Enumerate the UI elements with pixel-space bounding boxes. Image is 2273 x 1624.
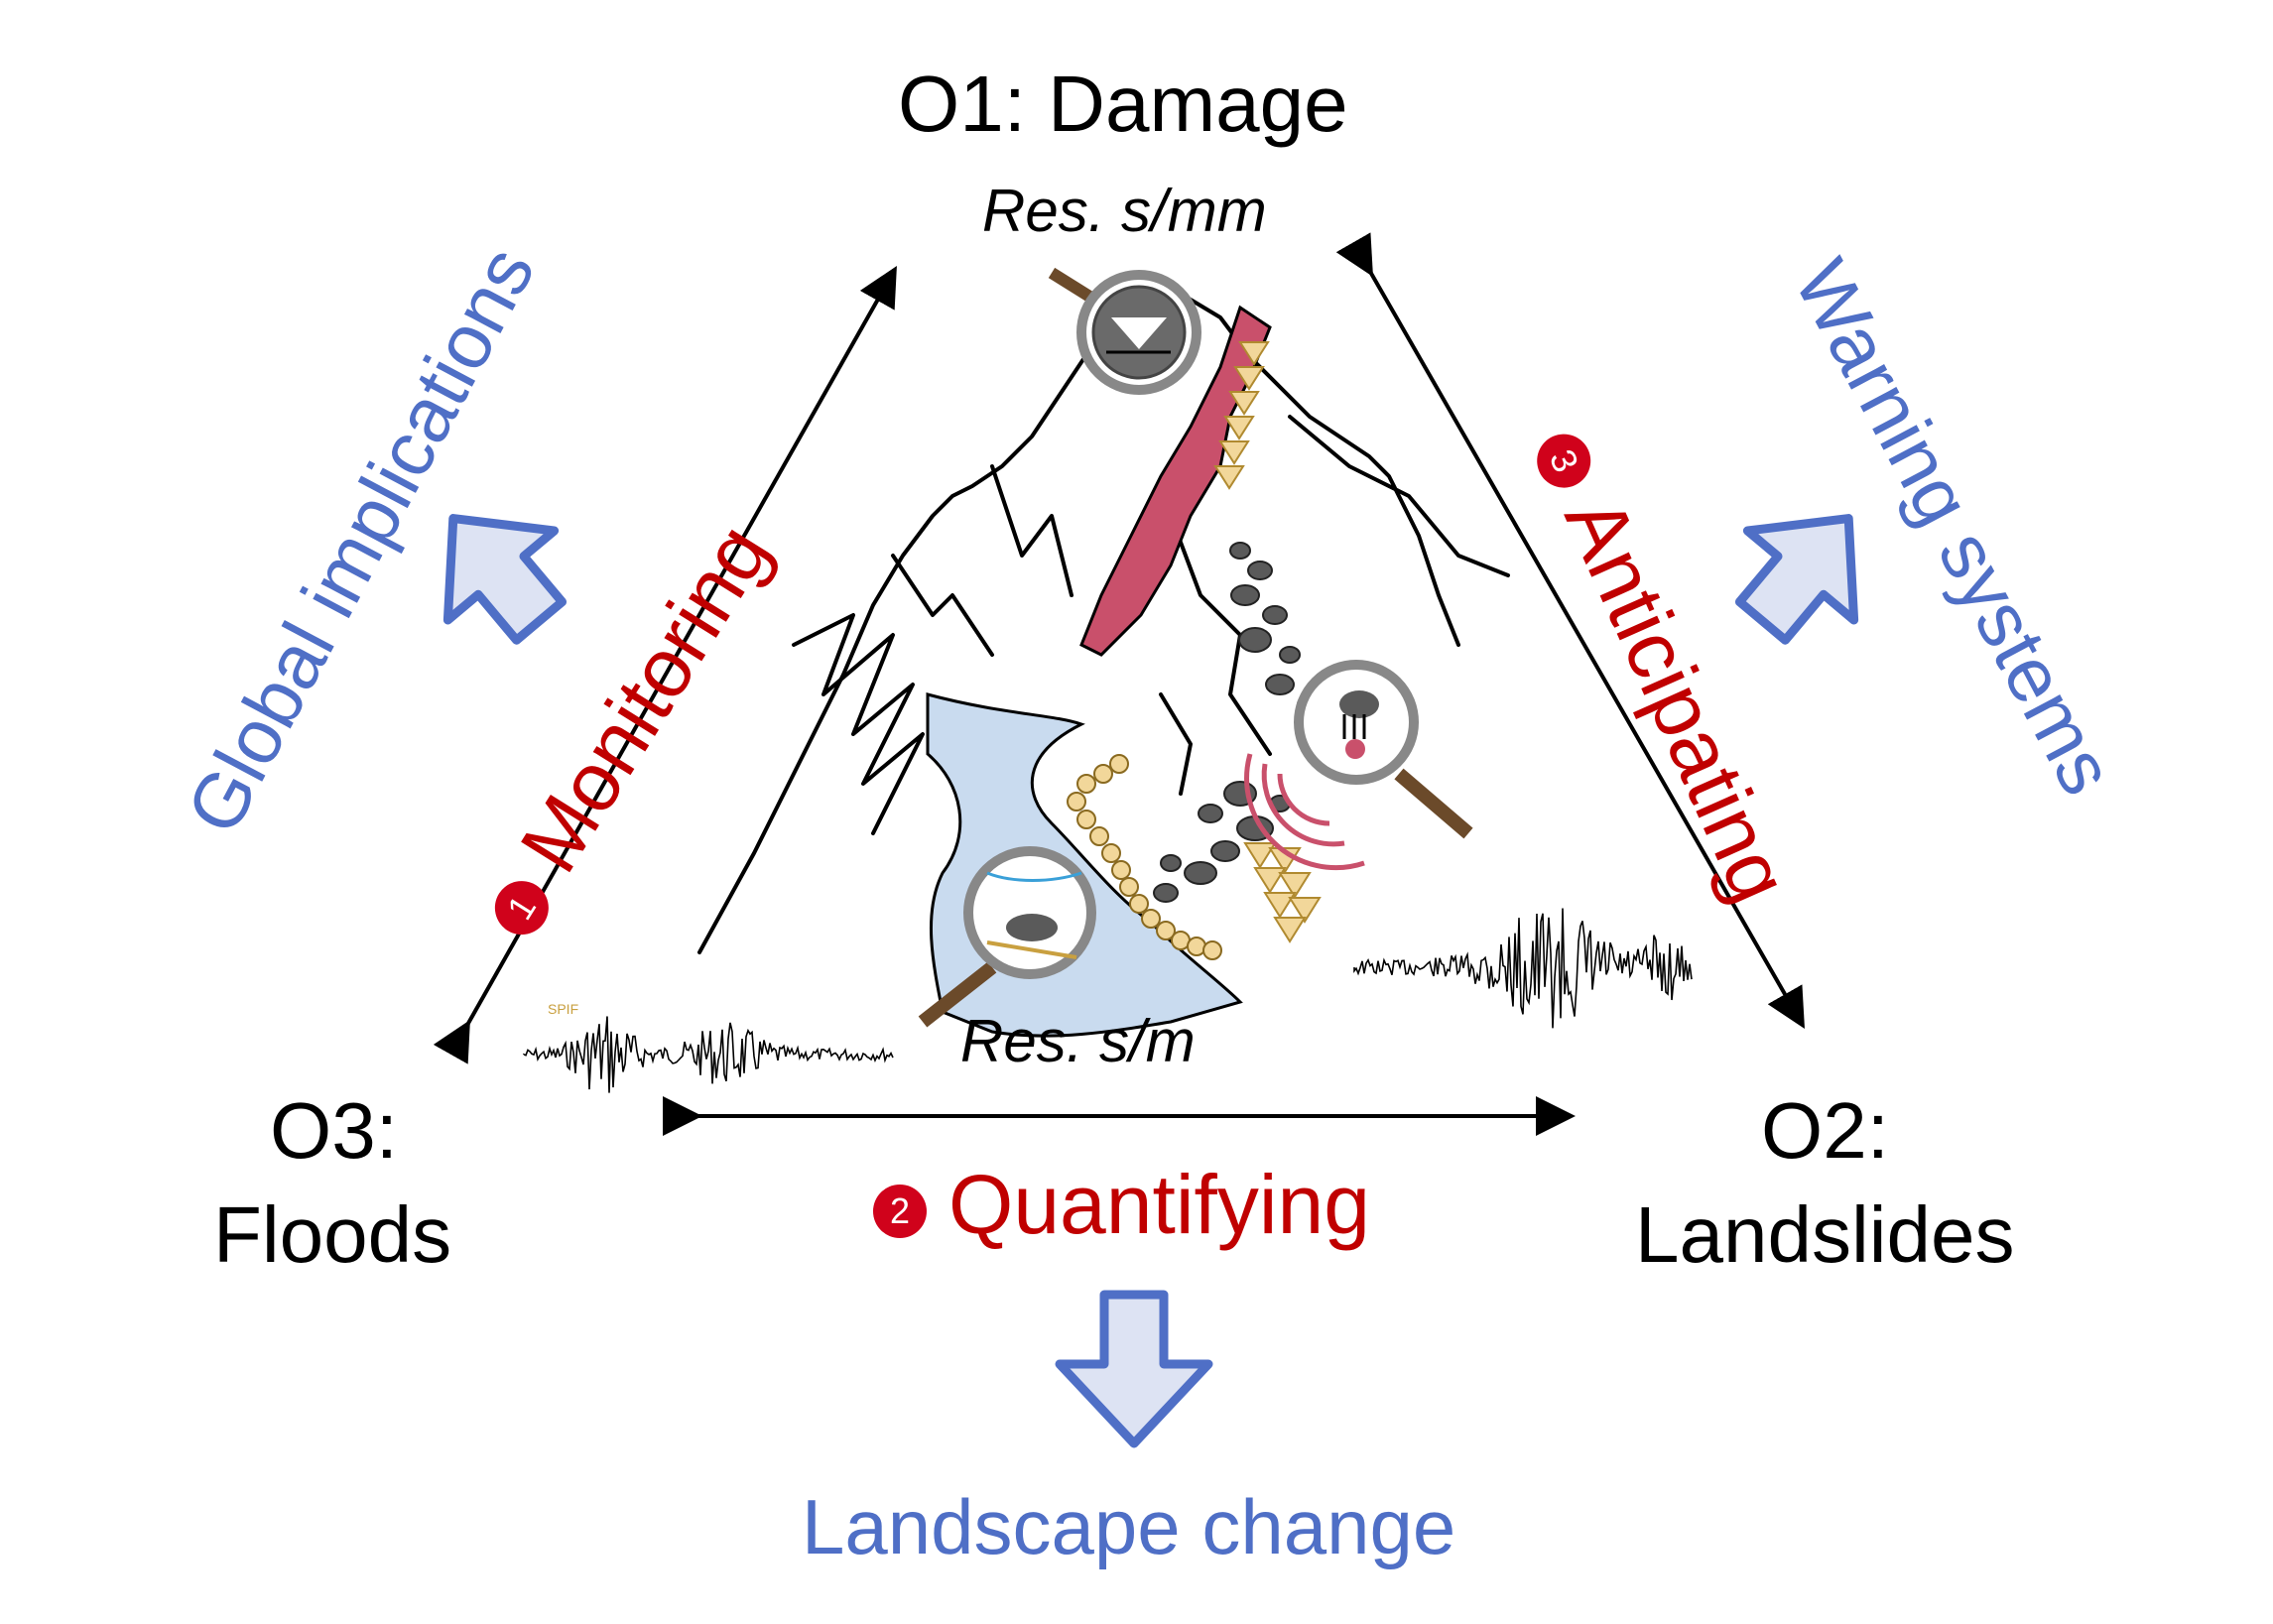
seismic-waves (1244, 753, 1365, 871)
node-o1-title: O1: Damage (898, 60, 1348, 148)
magnifier-icon (1294, 660, 1473, 839)
seismogram-icon (1353, 908, 1693, 1029)
magnifier-icon (918, 846, 1096, 1028)
arrow-landscape-change (1055, 1290, 1213, 1448)
arrow-o1-o2 (1335, 232, 1805, 1029)
magnifier-icon (1048, 267, 1201, 395)
arrow-warning-systems (1734, 514, 1859, 645)
geophone-array (1243, 842, 1322, 943)
bottom-resolution: Res. s/m (960, 1008, 1196, 1074)
node-o1-resolution: Res. s/mm (982, 178, 1267, 244)
node-o2-subtitle: Landslides (1635, 1190, 2015, 1279)
seismogram-icon (523, 1016, 894, 1093)
step-label: Quantifying (948, 1158, 1370, 1251)
node-o2-title: O2: (1761, 1086, 1889, 1175)
implication-landscape: Landscape change (802, 1483, 1456, 1570)
node-o3-title: O3: (270, 1086, 398, 1175)
boulder-chain (1067, 754, 1222, 960)
geophone-triangle-icon (1213, 341, 1270, 490)
arrow-global-implications (442, 514, 568, 645)
mountain-illustration (697, 286, 1510, 954)
seismogram-tag: SPIF (548, 1001, 579, 1017)
step-number-badge: 2 (873, 1184, 927, 1238)
node-o3-subtitle: Floods (213, 1190, 452, 1279)
